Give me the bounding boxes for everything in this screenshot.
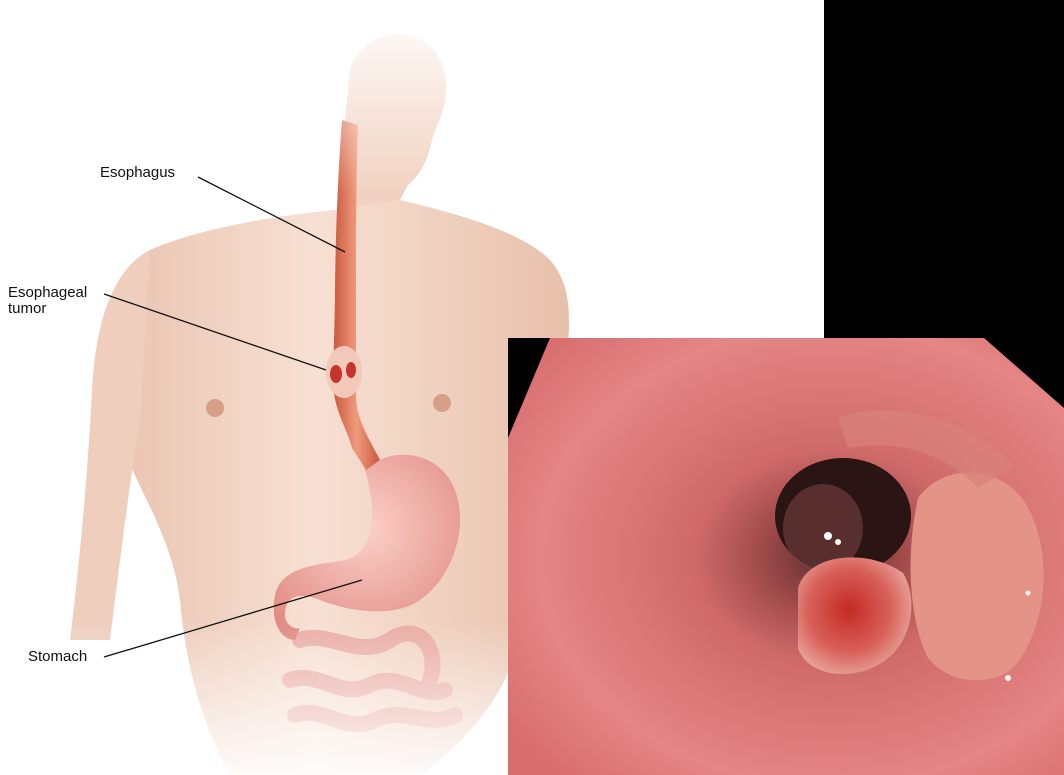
label-esophageal-tumor: Esophageal tumor bbox=[8, 285, 98, 317]
label-stomach: Stomach bbox=[28, 648, 88, 665]
label-esophagus: Esophagus bbox=[100, 164, 176, 181]
tumor-mass bbox=[798, 557, 912, 675]
glare-spot bbox=[824, 532, 832, 540]
tumor-leader-line bbox=[103, 293, 327, 371]
glare-spot bbox=[835, 539, 841, 545]
tumor-mass bbox=[910, 472, 1044, 681]
endoscopy-image bbox=[508, 338, 1064, 775]
label-esophageal-tumor-line2: tumor bbox=[8, 300, 47, 317]
background-panel bbox=[824, 0, 1064, 338]
label-esophageal-tumor-line1: Esophageal bbox=[8, 284, 88, 301]
esophagus-leader-line bbox=[197, 176, 346, 253]
stomach-leader-line bbox=[103, 579, 363, 658]
